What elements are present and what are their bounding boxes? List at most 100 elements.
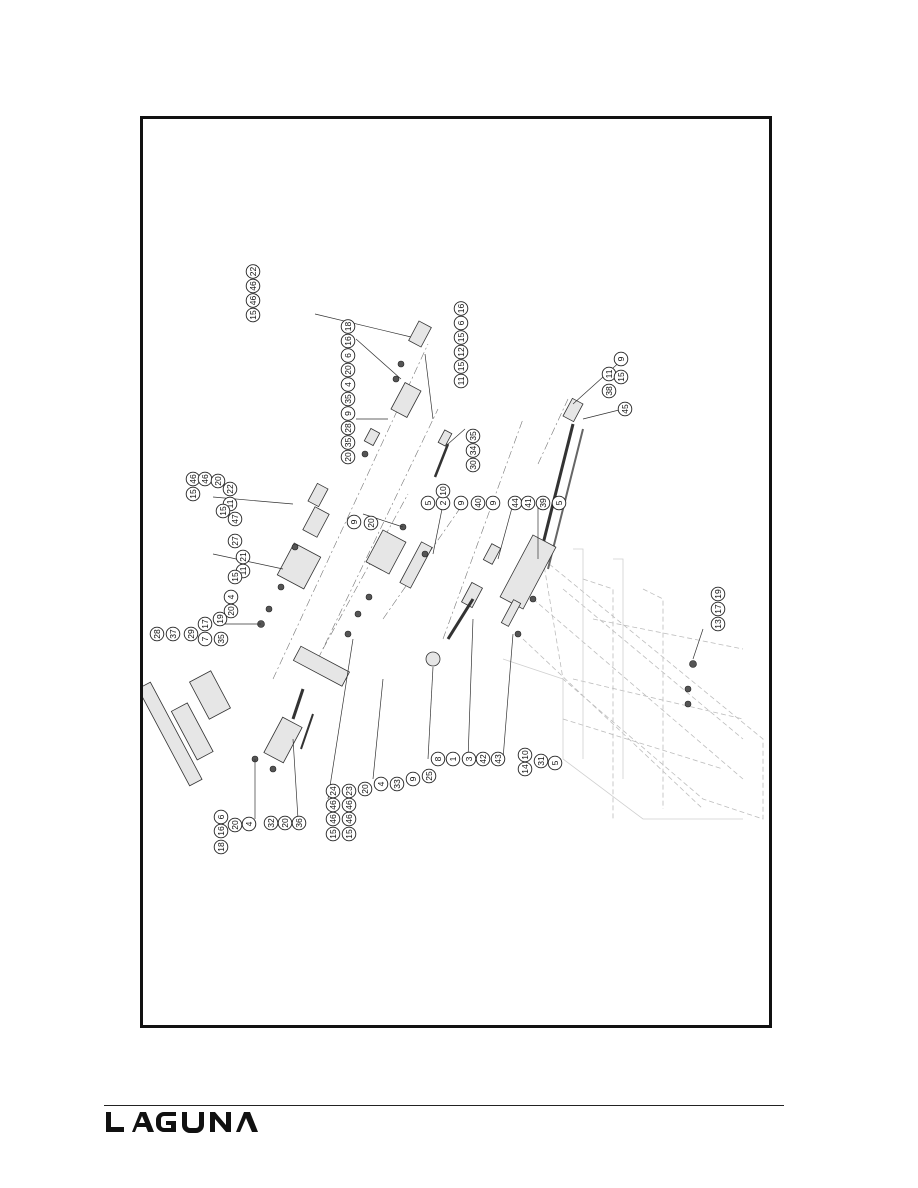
callout-25: 25: [421, 768, 437, 784]
callout-10: 10: [517, 747, 533, 763]
callout-circle: [340, 348, 356, 363]
callout-number: 31: [536, 756, 546, 766]
callout-circle: [710, 616, 726, 632]
callout-number: 15: [616, 372, 626, 382]
callout-46: 46: [341, 811, 357, 827]
callout-circle: [533, 753, 549, 769]
callout-number: 1: [448, 756, 458, 761]
callout-number: 4: [244, 821, 254, 826]
callout-number: 23: [344, 786, 354, 796]
callout-28: 28: [340, 420, 356, 436]
callout-number: 46: [328, 814, 338, 824]
callout-46: 46: [325, 811, 341, 827]
callout-18: 18: [213, 839, 229, 855]
callout-circle: [227, 533, 243, 549]
callout-number: 27: [230, 536, 240, 546]
callout-20: 20: [277, 815, 293, 831]
callout-number: 15: [218, 506, 228, 516]
callout-15: 15: [215, 503, 231, 519]
callout-number: 8: [433, 756, 443, 761]
callout-number: 9: [616, 356, 626, 361]
callout-45: 45: [617, 401, 633, 417]
callout-number: 17: [713, 604, 723, 614]
callout-20: 20: [210, 473, 226, 489]
callout-number: 11: [604, 369, 614, 378]
callout-circle: [547, 755, 563, 771]
callout-30: 30: [465, 457, 481, 473]
callout-number: 42: [478, 754, 488, 764]
callout-circle: [453, 373, 469, 389]
callout-13: 13: [710, 616, 726, 632]
callout-circle: [340, 333, 356, 349]
callout-9: 9: [613, 351, 629, 367]
callout-15: 15: [341, 826, 357, 842]
callout-9: 9: [346, 514, 362, 530]
callout-number: 16: [343, 336, 353, 346]
callout-number: 9: [349, 519, 359, 524]
callout-circle: [245, 264, 261, 279]
callout-number: 20: [213, 476, 223, 486]
callout-circle: [465, 457, 481, 473]
callout-number: 47: [230, 514, 240, 524]
callout-39: 39: [535, 495, 551, 511]
callout-number: 4: [376, 781, 386, 786]
callout-4: 4: [373, 776, 389, 792]
callout-15: 15: [613, 369, 629, 385]
callout-20: 20: [363, 515, 379, 531]
callout-5: 5: [551, 495, 567, 511]
callout-number: 17: [200, 619, 210, 629]
callout-4: 4: [241, 816, 257, 832]
callout-circle: [325, 783, 341, 799]
callout-number: 20: [280, 818, 290, 828]
callout-number: 40: [473, 498, 483, 508]
callout-19: 19: [710, 586, 726, 602]
callout-circle: [291, 815, 307, 831]
callout-22: 22: [245, 264, 261, 279]
callout-number: 46: [344, 800, 354, 810]
callout-12: 12: [453, 344, 469, 360]
callout-46: 46: [197, 471, 213, 487]
callout-number: 10: [520, 750, 530, 760]
brand-logo: [106, 1112, 258, 1133]
callout-circle: [325, 826, 341, 842]
callout-16: 16: [453, 301, 469, 316]
callout-circle: [227, 817, 243, 833]
callout-number: 7: [200, 636, 210, 641]
callout-circle: [445, 751, 461, 767]
callout-circle: [340, 319, 356, 334]
callout-number: 4: [343, 382, 353, 387]
callout-9: 9: [340, 406, 356, 421]
callout-circle: [213, 809, 229, 825]
callout-number: 38: [604, 386, 614, 396]
callout-38: 38: [601, 383, 617, 399]
callout-number: 46: [248, 296, 258, 306]
callout-number: 14: [520, 764, 530, 774]
callout-46: 46: [325, 797, 341, 813]
callout-number: 20: [343, 365, 353, 375]
callout-number: 25: [424, 771, 434, 781]
callout-circle: [341, 783, 357, 799]
callout-number: 22: [248, 267, 258, 277]
callout-15: 15: [185, 486, 201, 502]
callout-5: 5: [547, 755, 563, 771]
callout-number: 33: [392, 779, 402, 789]
callout-34: 34: [465, 443, 481, 458]
callout-circle: [222, 481, 238, 497]
callout-6: 6: [453, 315, 469, 331]
exploded-parts-diagram: 1546462220352893542061618111512156163034…: [143, 264, 764, 855]
callout-circle: [453, 344, 469, 360]
callout-circle: [245, 307, 261, 323]
callout-circle: [149, 626, 165, 642]
callout-46: 46: [245, 293, 261, 308]
callout-number: 46: [188, 474, 198, 484]
callout-circle: [405, 771, 421, 787]
callout-number: 39: [538, 498, 548, 508]
callout-46: 46: [341, 797, 357, 813]
callout-number: 12: [456, 347, 466, 357]
callout-circle: [453, 359, 469, 374]
callout-37: 37: [165, 626, 181, 642]
